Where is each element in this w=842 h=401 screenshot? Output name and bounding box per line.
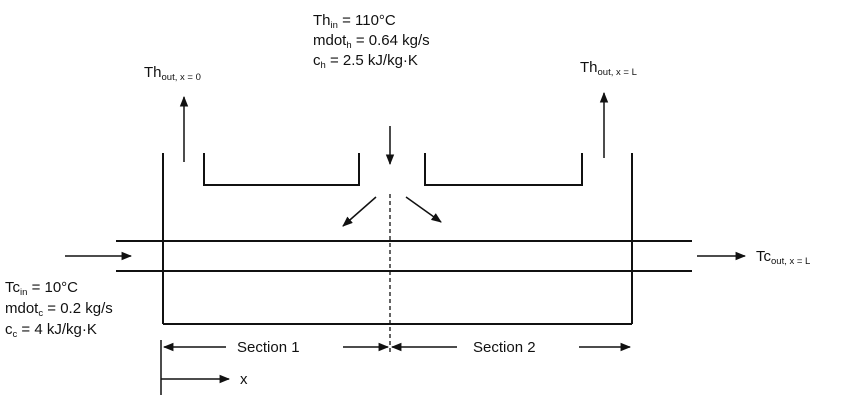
- hot-inlet-flow-label: mdoth = 0.64 kg/s: [313, 32, 430, 51]
- hot-inlet-cp-label: ch = 2.5 kJ/kg·K: [313, 52, 418, 71]
- cold-inlet-temp-label: Tcin = 10°C: [5, 279, 78, 298]
- left-shell-channel: [203, 153, 360, 186]
- section-2-label: Section 2: [473, 339, 536, 356]
- x-axis-label: x: [240, 371, 248, 388]
- hot-split-left-arrow: [342, 196, 377, 227]
- cold-inlet-flow-label: mdotc = 0.2 kg/s: [5, 300, 113, 319]
- hot-split-right-arrow: [405, 196, 442, 223]
- hot-outlet-right-label: Thout, x = L: [580, 59, 637, 78]
- hot-outlet-left-label: Thout, x = 0: [144, 64, 201, 83]
- hot-inlet-temp-label: Thin = 110°C: [313, 12, 396, 31]
- section-1-label: Section 1: [237, 339, 300, 356]
- cold-inlet-cp-label: cc = 4 kJ/kg·K: [5, 321, 97, 340]
- cold-outlet-label: Tcout, x = L: [756, 248, 810, 267]
- right-shell-channel: [424, 153, 583, 186]
